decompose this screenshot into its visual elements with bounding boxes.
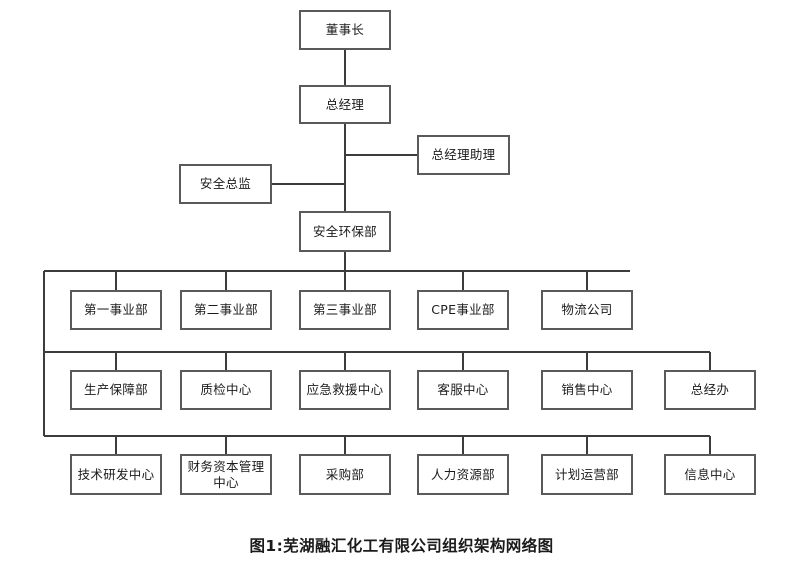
org-chart-canvas: 董事长 总经理 总经理助理 安全总监 安全环保部 第一事业部 第二事业部 第三事… [43,10,756,495]
node-hr-dept[interactable]: 人力资源部 [417,454,509,495]
node-division-2[interactable]: 第二事业部 [180,290,272,330]
node-planning-operations-dept[interactable]: 计划运营部 [541,454,633,495]
node-label: 安全总监 [199,176,252,192]
node-label: 第三事业部 [312,302,377,318]
node-gm-office[interactable]: 总经办 [664,370,756,410]
node-label: 客服中心 [437,382,489,398]
node-safety-env-dept[interactable]: 安全环保部 [299,211,391,252]
node-quality-inspection-center[interactable]: 质检中心 [180,370,272,410]
node-emergency-rescue-center[interactable]: 应急救援中心 [299,370,391,410]
node-label: 质检中心 [200,382,252,398]
node-label: 技术研发中心 [77,466,155,482]
node-label: 财务资本管理中心 [187,458,265,490]
node-label: CPE事业部 [431,302,495,318]
node-tech-rd-center[interactable]: 技术研发中心 [70,454,162,495]
node-production-support-dept[interactable]: 生产保障部 [70,370,162,410]
node-label: 采购部 [325,466,365,482]
node-label: 安全环保部 [312,223,377,239]
node-logistics-company[interactable]: 物流公司 [541,290,633,330]
node-sales-center[interactable]: 销售中心 [541,370,633,410]
node-customer-service-center[interactable]: 客服中心 [417,370,509,410]
node-finance-capital-mgmt-center[interactable]: 财务资本管理中心 [180,454,272,495]
node-label: 总经办 [690,382,730,398]
node-chairman[interactable]: 董事长 [299,10,391,50]
node-label: 总经理助理 [431,147,496,163]
node-label: 第二事业部 [193,302,258,318]
node-division-1[interactable]: 第一事业部 [70,290,162,330]
node-procurement-dept[interactable]: 采购部 [299,454,391,495]
node-label: 物流公司 [561,302,613,318]
node-label: 生产保障部 [83,382,148,398]
node-division-3[interactable]: 第三事业部 [299,290,391,330]
node-label: 计划运营部 [554,466,619,482]
node-label: 第一事业部 [83,302,148,318]
figure-caption: 图1:芜湖融汇化工有限公司组织架构网络图 [249,537,554,555]
node-label: 销售中心 [561,382,613,398]
node-label: 人力资源部 [430,466,495,482]
node-safety-director[interactable]: 安全总监 [179,164,272,204]
node-label: 信息中心 [684,466,736,482]
node-general-manager[interactable]: 总经理 [299,85,391,124]
node-label: 总经理 [325,96,365,112]
node-division-cpe[interactable]: CPE事业部 [417,290,509,330]
node-gm-assistant[interactable]: 总经理助理 [417,135,510,175]
node-information-center[interactable]: 信息中心 [664,454,756,495]
node-label: 董事长 [325,22,365,38]
connector-lines [43,50,711,454]
node-label: 应急救援中心 [306,382,384,398]
